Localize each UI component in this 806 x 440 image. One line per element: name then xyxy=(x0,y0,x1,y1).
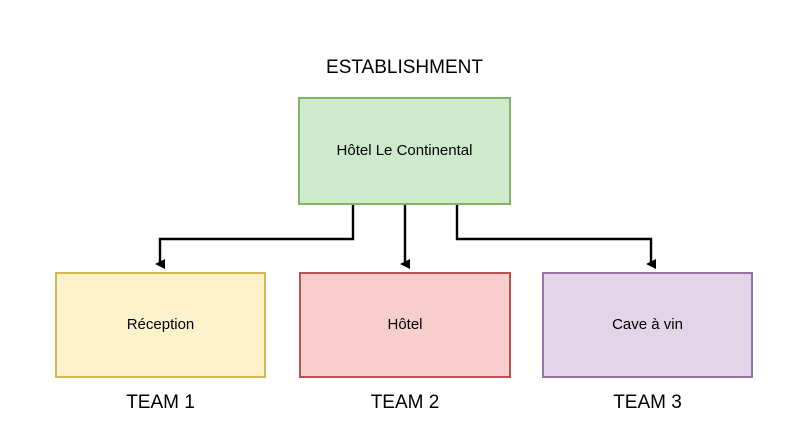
node-team-1[interactable]: Réception xyxy=(55,272,266,378)
team-3-caption: TEAM 3 xyxy=(613,392,682,413)
node-team-2-label: Hôtel xyxy=(387,316,423,333)
node-establishment[interactable]: Hôtel Le Continental xyxy=(298,97,511,205)
node-establishment-label: Hôtel Le Continental xyxy=(336,142,473,159)
connector-root-to-team1 xyxy=(155,205,355,269)
connector-root-to-team3 xyxy=(455,205,656,269)
node-team-3-label: Cave à vin xyxy=(612,316,683,333)
establishment-caption: ESTABLISHMENT xyxy=(326,57,483,78)
node-team-3[interactable]: Cave à vin xyxy=(542,272,753,378)
node-team-1-label: Réception xyxy=(126,316,195,333)
team-2-caption: TEAM 2 xyxy=(370,392,440,413)
team-1-caption: TEAM 1 xyxy=(126,392,195,413)
node-team-2[interactable]: Hôtel xyxy=(299,272,511,378)
